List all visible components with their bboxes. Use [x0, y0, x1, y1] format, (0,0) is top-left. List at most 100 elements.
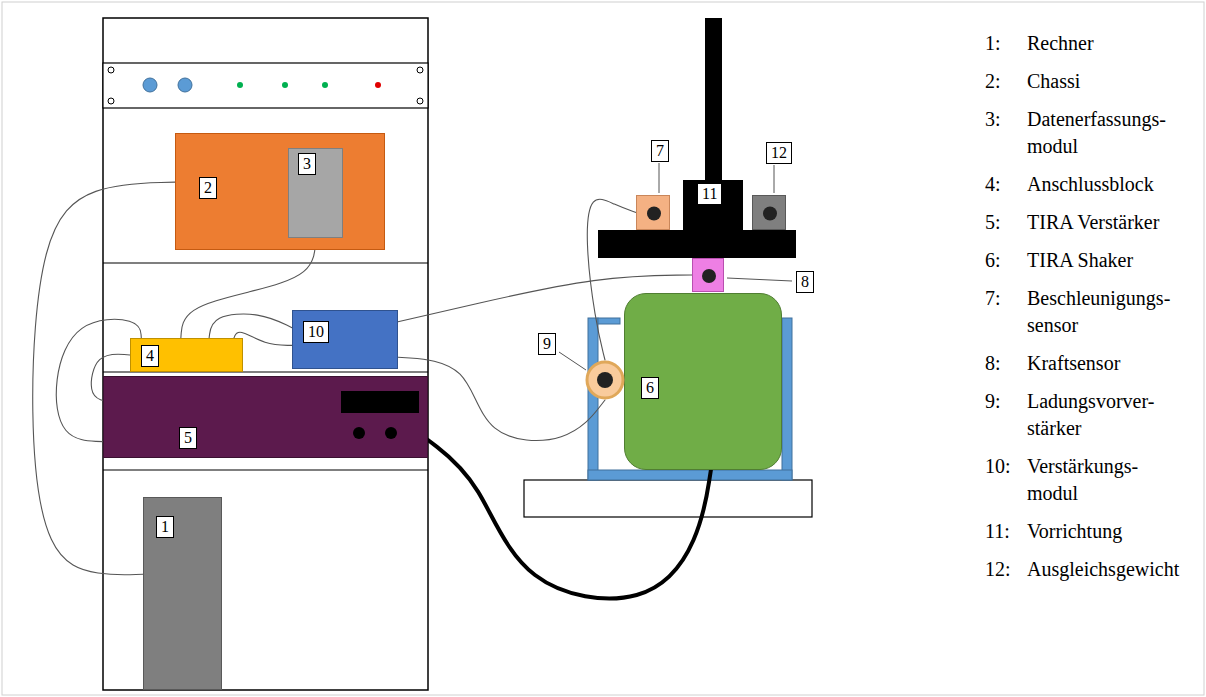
- balance-weight-shape: [753, 196, 785, 229]
- amplifier-box: 5: [103, 376, 428, 458]
- panel-screw: [108, 98, 114, 104]
- computer-box: 1: [143, 497, 222, 690]
- part-number: 3:: [985, 106, 1027, 160]
- leader-line: [774, 165, 775, 193]
- panel-button: [178, 78, 192, 92]
- parts-row: 2:Chassi: [985, 68, 1200, 95]
- panel-screw: [417, 67, 423, 73]
- part-name: Verstärkungs- modul: [1027, 453, 1138, 507]
- part-name: Ladungsvorver- stärker: [1027, 388, 1154, 442]
- parts-row: 3:Datenerfassungs- modul: [985, 106, 1200, 160]
- part-name: Rechner: [1027, 30, 1094, 57]
- parts-row: 12:Ausgleichsgewicht: [985, 556, 1200, 583]
- rack-cabinet: [103, 18, 428, 690]
- callout-number: 5: [179, 427, 197, 449]
- shaker-stand: [588, 470, 792, 480]
- acceleration-sensor-shape: [637, 196, 669, 229]
- balance-weight: 12: [752, 195, 786, 230]
- sensor-dot: [702, 269, 716, 283]
- part-name: Ausgleichsgewicht: [1027, 556, 1179, 583]
- part-number: 6:: [985, 247, 1027, 274]
- parts-row: 7:Beschleunigungs- sensor: [985, 285, 1200, 339]
- part-name: TIRA Verstärker: [1027, 209, 1159, 236]
- rack-shelf: [103, 469, 428, 470]
- parts-row: 5:TIRA Verstärker: [985, 209, 1200, 236]
- rack-shelf: [103, 262, 428, 263]
- callout-number: 10: [303, 321, 329, 343]
- part-name: Beschleunigungs- sensor: [1027, 285, 1170, 339]
- panel-led: [282, 82, 288, 88]
- panel-button: [143, 78, 157, 92]
- part-number: 4:: [985, 171, 1027, 198]
- chassis-box: 23: [175, 133, 385, 250]
- callout-number: 12: [766, 142, 792, 164]
- part-number: 8:: [985, 350, 1027, 377]
- charge-preamp-shape: [585, 360, 625, 400]
- shaker-stand: [588, 318, 598, 480]
- callout-number: 4: [141, 345, 159, 367]
- sensor-dot: [763, 207, 777, 221]
- part-name: Datenerfassungs- modul: [1027, 106, 1166, 160]
- rack-panel: [103, 63, 428, 108]
- callout-number: 2: [199, 177, 217, 199]
- terminal-block: 4: [130, 338, 243, 372]
- sensor-dot: [647, 207, 661, 221]
- panel-led: [375, 82, 381, 88]
- signal-wire: [398, 357, 605, 440]
- leader-line: [659, 163, 660, 193]
- callout-number: 3: [298, 153, 316, 175]
- part-name: Anschlussblock: [1027, 171, 1154, 198]
- callout-number: 7: [651, 140, 669, 162]
- shaker-base: [524, 480, 812, 517]
- callout-number: 11: [697, 183, 722, 205]
- amp-knob: [385, 427, 397, 439]
- sensor-dot: [597, 372, 613, 388]
- callout-number: 9: [538, 333, 556, 355]
- part-number: 11:: [985, 518, 1027, 545]
- part-name: Vorrichtung: [1027, 518, 1122, 545]
- leader-line: [727, 278, 792, 281]
- part-name: Kraftsensor: [1027, 350, 1120, 377]
- callout-number: 1: [156, 516, 174, 538]
- shaker-body: 6: [624, 293, 782, 470]
- amp-display: [341, 391, 419, 413]
- shaker-stand: [782, 318, 792, 480]
- daq-module: 3: [288, 148, 343, 238]
- gain-module: 10: [292, 310, 398, 369]
- signal-wire: [209, 314, 292, 338]
- parts-row: 6:TIRA Shaker: [985, 247, 1200, 274]
- part-number: 5:: [985, 209, 1027, 236]
- part-number: 10:: [985, 453, 1027, 507]
- parts-row: 1:Rechner: [985, 30, 1200, 57]
- parts-list: 1:Rechner2:Chassi3:Datenerfassungs- modu…: [985, 30, 1200, 594]
- parts-row: 11:Vorrichtung: [985, 518, 1200, 545]
- parts-row: 9:Ladungsvorver- stärker: [985, 388, 1200, 442]
- parts-row: 4:Anschlussblock: [985, 171, 1200, 198]
- part-number: 1:: [985, 30, 1027, 57]
- part-name: Chassi: [1027, 68, 1080, 95]
- force-sensor-shape: [693, 259, 723, 291]
- acceleration-sensor: 7: [636, 195, 670, 230]
- force-sensor: 8: [692, 258, 724, 292]
- charge-preamp: 9: [585, 360, 625, 400]
- parts-row: 10:Verstärkungs- modul: [985, 453, 1200, 507]
- panel-screw: [108, 67, 114, 73]
- part-name: TIRA Shaker: [1027, 247, 1133, 274]
- parts-row: 8:Kraftsensor: [985, 350, 1200, 377]
- part-number: 7:: [985, 285, 1027, 339]
- part-number: 12:: [985, 556, 1027, 583]
- panel-led: [322, 82, 328, 88]
- callout-number: 6: [641, 377, 659, 399]
- fixture-shape: [598, 18, 796, 258]
- panel-led: [237, 82, 243, 88]
- preamp-ring: [587, 362, 623, 398]
- panel-screw: [417, 98, 423, 104]
- shaker-stand: [598, 318, 620, 324]
- callout-number: 8: [796, 271, 814, 293]
- amplifier-box-shape: [104, 377, 427, 457]
- part-number: 2:: [985, 68, 1027, 95]
- leader-line: [559, 352, 586, 370]
- part-number: 9:: [985, 388, 1027, 442]
